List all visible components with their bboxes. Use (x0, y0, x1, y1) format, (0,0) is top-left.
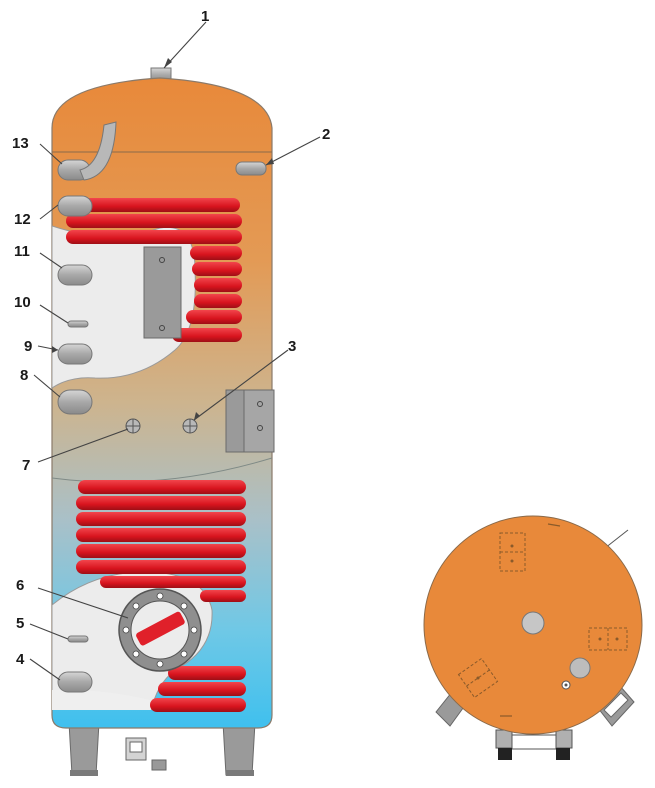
top-view-plates (457, 532, 628, 699)
top-view-sensor (569, 657, 591, 679)
inspection-flange (118, 588, 202, 672)
socket-10 (67, 320, 89, 328)
callout-1: 1 (201, 8, 209, 25)
callout-6: 6 (16, 577, 24, 594)
zone-divider (52, 457, 272, 483)
lower-coil (76, 480, 246, 712)
callout-4: 4 (16, 651, 25, 668)
socket-4 (57, 671, 93, 693)
socket-8 (57, 389, 93, 415)
callout-11: 11 (14, 243, 30, 260)
socket-5 (67, 635, 89, 643)
callout-7: 7 (22, 457, 30, 474)
socket-2 (235, 161, 267, 176)
callout-3: 3 (288, 338, 296, 355)
callout-5: 5 (16, 615, 24, 632)
socket-9 (57, 343, 93, 365)
callout-13: 13 (12, 135, 29, 152)
upper-coil (66, 198, 242, 342)
callout-8: 8 (20, 367, 28, 384)
top-view-center-nozzle (521, 611, 545, 635)
bottom-drain (125, 737, 167, 771)
callout-12: 12 (14, 211, 31, 228)
sensor-wells (125, 418, 198, 434)
socket-11 (57, 264, 93, 286)
side-mounting-plate (225, 389, 275, 453)
tank-top-view (423, 515, 643, 760)
callout-arrowheads (52, 58, 274, 420)
socket-12 (57, 195, 93, 217)
callout-9: 9 (24, 338, 32, 355)
curved-pipe-13 (79, 121, 117, 181)
upper-mounting-plate (143, 246, 182, 339)
callout-labels: 1 2 3 4 5 6 7 8 9 10 11 12 13 (12, 8, 330, 668)
side-connections (57, 121, 267, 693)
top-view-bottom-connectors (495, 729, 573, 760)
callout-2: 2 (322, 126, 330, 143)
callout-10: 10 (14, 294, 31, 311)
tank-side-view (51, 67, 275, 776)
